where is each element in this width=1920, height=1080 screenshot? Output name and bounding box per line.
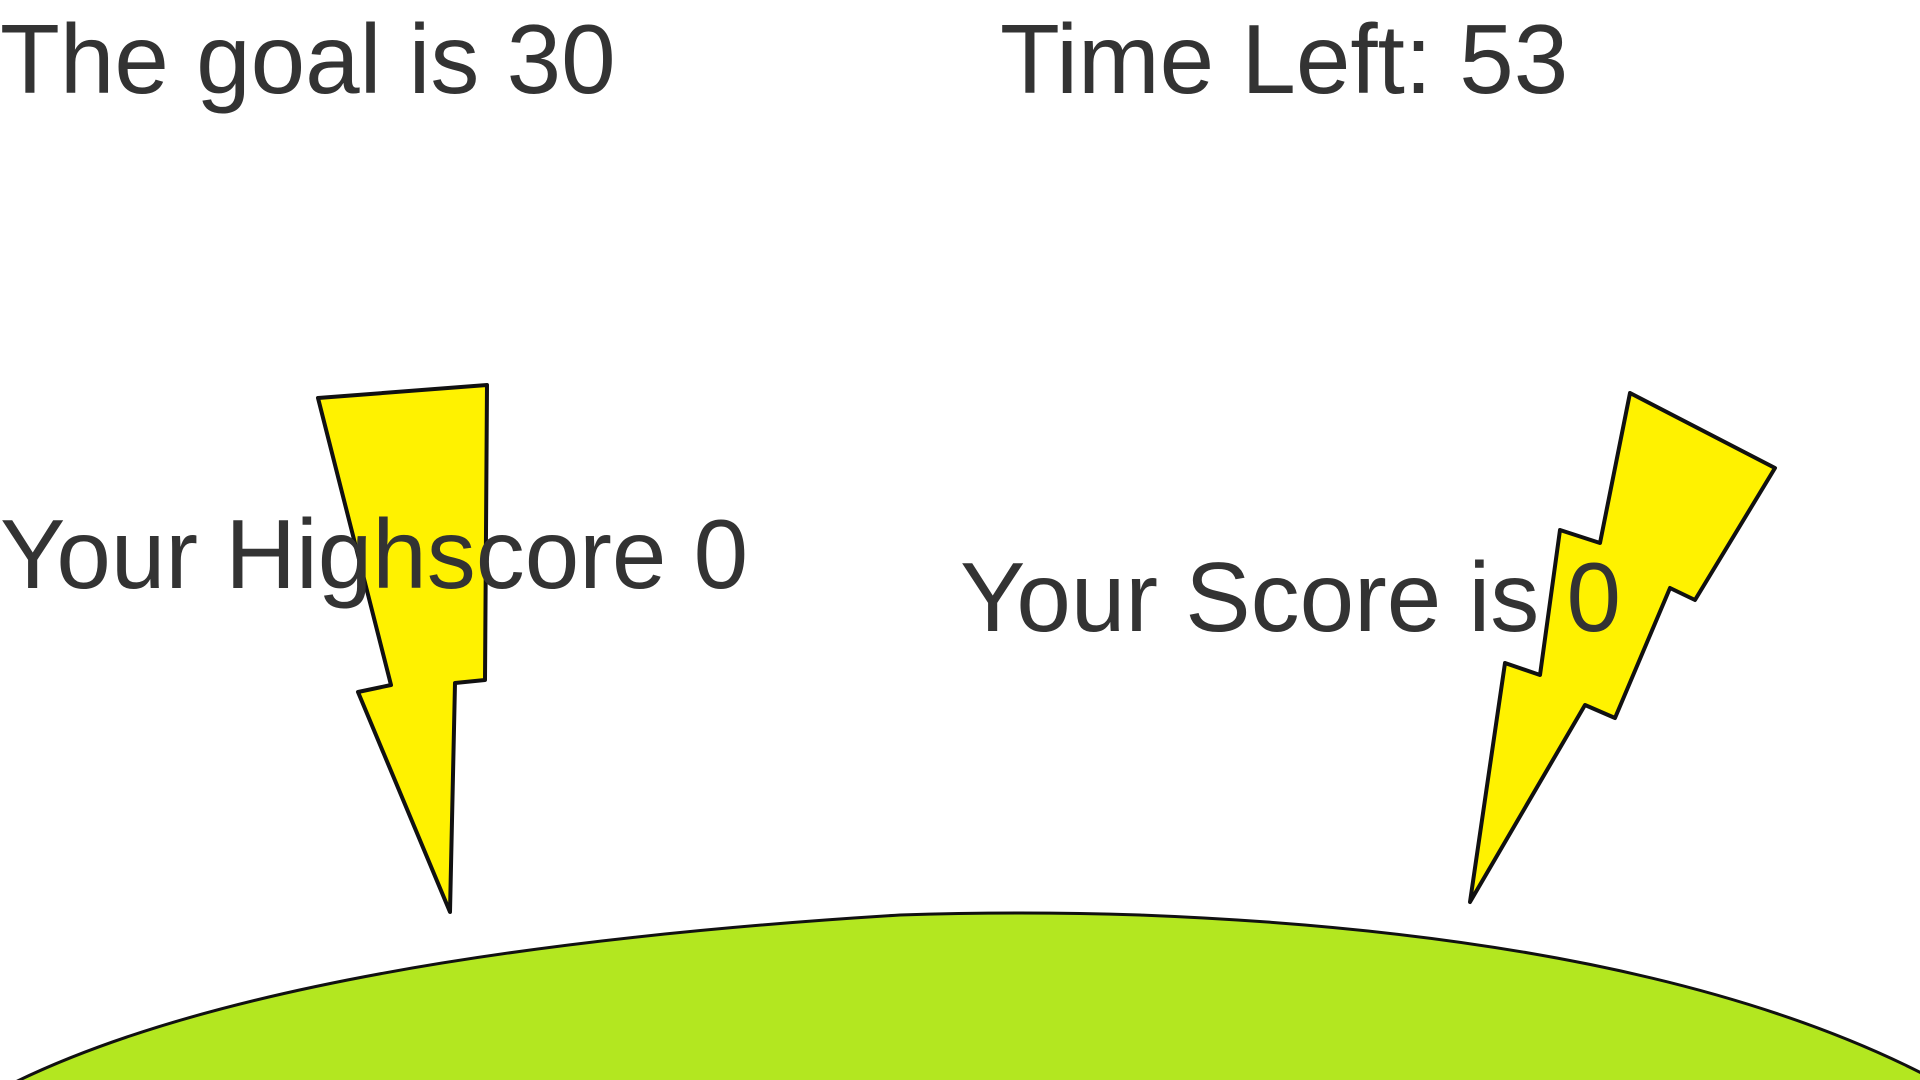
goal-label: The goal is 30 (0, 4, 616, 114)
score-label: Your Score is 0 (960, 542, 1621, 652)
lightning-bolt-right[interactable] (1468, 391, 1777, 904)
highscore-label: Your Highscore 0 (0, 499, 749, 609)
green-hill (16, 911, 1920, 1080)
time-left-label: Time Left: 53 (1000, 4, 1569, 114)
lightning-bolt-left[interactable] (316, 383, 489, 914)
